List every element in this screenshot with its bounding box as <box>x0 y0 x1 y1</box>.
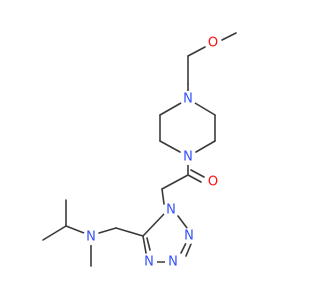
piperazine-nitrogen-bottom-label: N <box>183 150 193 165</box>
atom-labels: O N N O N N N N <box>83 35 221 270</box>
methoxy-oxygen-label: O <box>208 36 218 51</box>
carbonyl-oxygen-atom: O <box>205 174 221 190</box>
bond-o-ch2 <box>187 46 206 57</box>
tetrazole-nitrogen-3-atom: N <box>165 254 181 270</box>
bond-ring-a <box>194 102 216 116</box>
bond-carbonyl-double-b <box>190 169 205 178</box>
bond-methyl-o <box>221 32 237 41</box>
bond-c5-ch2 <box>115 227 144 237</box>
amine-nitrogen-label: N <box>86 230 96 245</box>
piperazine-nitrogen-top-label: N <box>183 92 193 107</box>
tetrazole-nitrogen-2-atom: N <box>181 228 197 244</box>
bond-tz-n1-n2 <box>177 215 188 229</box>
tetrazole-nitrogen-4-atom: N <box>141 254 157 270</box>
molecule-structure-diagram: O N N O N N N N <box>42 32 237 270</box>
carbonyl-oxygen-label: O <box>208 175 218 190</box>
tetrazole-nitrogen-1-label: N <box>166 203 176 218</box>
bond-ring-f <box>159 102 182 116</box>
bond-tz-n2-n3 <box>180 242 187 254</box>
bond-tz-n2-n3-double <box>185 243 192 257</box>
methoxy-oxygen-atom: O <box>205 35 221 51</box>
tetrazole-nitrogen-4-label: N <box>144 255 154 270</box>
tetrazole-nitrogen-2-label: N <box>184 229 194 244</box>
bond-ch2-tetrazole-n <box>161 188 165 205</box>
bond-amine-n-isopropyl <box>65 225 85 234</box>
bond-tz-n4-c5-double <box>146 237 151 251</box>
bond-isopropyl-me-b <box>42 225 67 241</box>
bond-tz-c5-n1 <box>142 213 165 237</box>
bond-ring-d <box>159 140 181 153</box>
bond-tz-n4-c5 <box>142 235 147 254</box>
piperazine-nitrogen-bottom-atom: N <box>180 149 196 165</box>
bond-ch2-amine-n <box>98 227 117 234</box>
amine-nitrogen-atom: N <box>83 229 99 245</box>
tetrazole-nitrogen-3-label: N <box>168 255 178 270</box>
bond-carbonyl-double-a <box>187 174 202 183</box>
bond-carbonyl-ch2 <box>161 174 189 190</box>
bonds <box>42 32 237 267</box>
bond-ring-c <box>195 140 216 153</box>
piperazine-nitrogen-top-atom: N <box>180 91 196 107</box>
tetrazole-nitrogen-1-atom: N <box>163 202 179 218</box>
